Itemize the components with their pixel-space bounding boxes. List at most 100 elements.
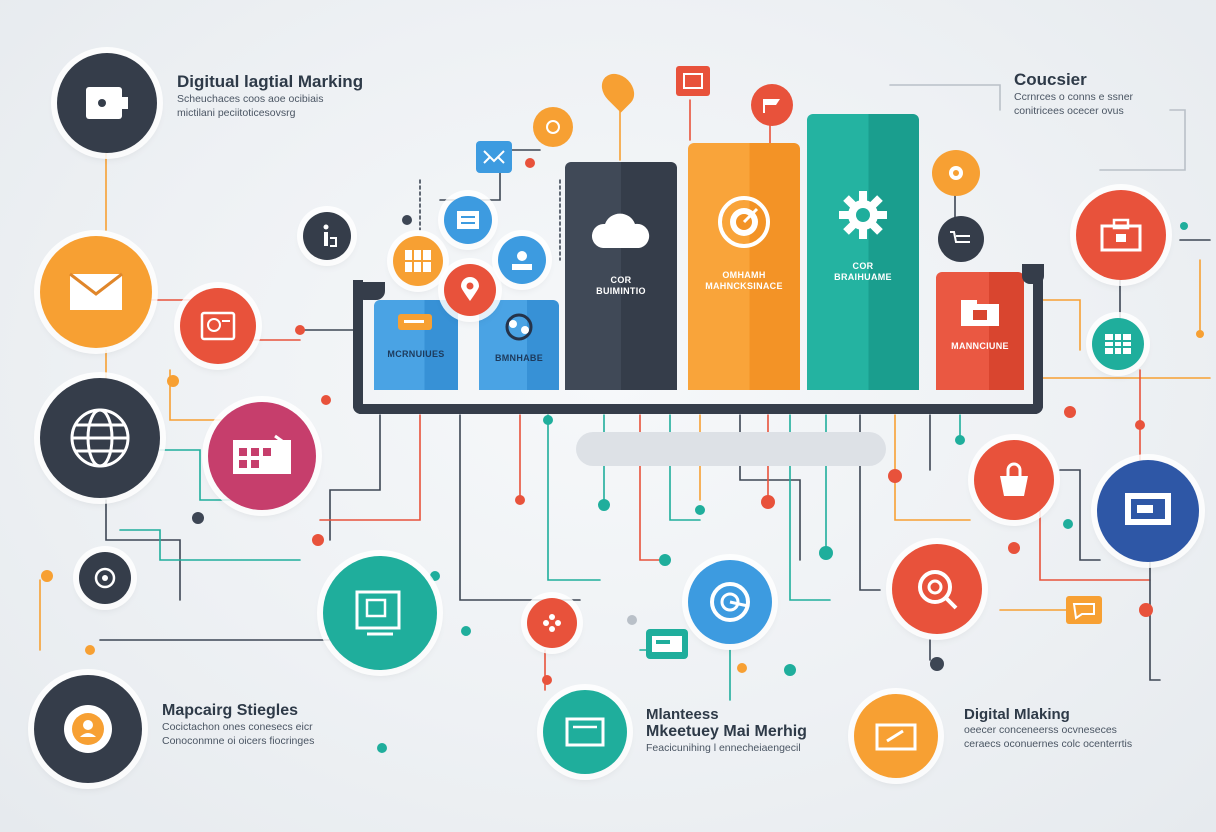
wallet-circle[interactable] [57, 53, 157, 153]
search-icon [914, 566, 960, 612]
bottom-right-line2: ceraecs oconuernes colc ocenterrtis [964, 738, 1133, 750]
cloud-icon [589, 212, 653, 257]
user-icon [508, 248, 536, 272]
top-right-text-block: Coucsier Ccrnrces o conns e ssner conitr… [1014, 70, 1133, 118]
idea-icon [543, 117, 563, 137]
list-icon [455, 209, 481, 231]
flower-circle[interactable] [527, 598, 577, 648]
bar-orange: OMHAMH MAHNCKSINACE [688, 143, 800, 390]
megaphone-circle[interactable] [854, 694, 938, 778]
chat-icon [396, 312, 436, 339]
top-left-line1: Scheuchaces coos aoe ocibiais [177, 93, 324, 105]
flower-icon [540, 611, 564, 635]
bar-blue-left: MCRNUIUES [374, 300, 458, 390]
mail-icon [476, 150, 512, 177]
bar-dark-label-2: BUIMINTIO [596, 286, 646, 296]
share-icon [501, 312, 537, 347]
at-sign-icon [708, 580, 752, 624]
info-icon [316, 224, 338, 248]
monitor-circle[interactable] [323, 556, 437, 670]
bottom-left-text-block: Mapcairg Stiegles Cocictachon ones cones… [162, 702, 314, 748]
rack-right-hook [1022, 264, 1044, 284]
at-circle[interactable] [688, 560, 772, 644]
location-pin-icon [92, 565, 118, 591]
mail-tile[interactable] [476, 141, 512, 173]
target-icon [717, 195, 771, 254]
info-circle[interactable] [303, 212, 351, 260]
pin-circle[interactable] [444, 264, 496, 316]
shopping-bag-icon [994, 462, 1034, 498]
message-icon [1066, 603, 1102, 628]
cart-circle[interactable] [938, 216, 984, 262]
tag-tile[interactable] [676, 66, 710, 96]
top-left-title: Digitual lagtial Marking [177, 72, 364, 91]
top-left-line2: mictilani peciitoticesovsrg [177, 107, 296, 119]
calendar-icon [231, 434, 293, 478]
document-icon [198, 309, 238, 343]
table-circle[interactable] [1092, 318, 1144, 370]
cart-icon [948, 230, 974, 248]
globe-circle[interactable] [40, 378, 160, 498]
folder-circle[interactable] [543, 690, 627, 774]
card-tile[interactable] [646, 629, 688, 659]
calendar-circle[interactable] [208, 402, 316, 510]
presentation-circle[interactable] [1097, 460, 1199, 562]
bottom-center-line1: Feacicunihing l ennecheiaengecil [646, 742, 801, 754]
wallet-icon [82, 83, 132, 123]
rack-shadow [576, 432, 886, 466]
bar-orange-label-1: OMHAMH [722, 270, 766, 280]
bar-rack-tray [353, 280, 1043, 414]
bottom-right-title: Digital Mlaking [964, 706, 1070, 723]
grid-circle[interactable] [393, 236, 443, 286]
shopping-bag-circle[interactable] [974, 440, 1054, 520]
bar-red: MANNCIUNE [936, 272, 1024, 390]
bar-blue-right-label: BMNHABE [494, 353, 544, 363]
folder-icon [959, 298, 1001, 333]
review-circle[interactable] [180, 288, 256, 364]
idea-circle[interactable] [533, 107, 573, 147]
people-circle[interactable] [34, 675, 142, 783]
rack-left-hook [355, 282, 385, 300]
list-circle[interactable] [444, 196, 492, 244]
bottom-left-line1: Cocictachon ones conesecs eicr [162, 721, 313, 733]
speech-bubble-icon [943, 163, 969, 183]
megaphone-icon [873, 719, 919, 753]
email-circle[interactable] [40, 236, 152, 348]
map-pin-icon [459, 277, 481, 303]
briefcase-circle[interactable] [1076, 190, 1166, 280]
envelope-icon [68, 272, 124, 312]
credit-card-icon [646, 636, 688, 663]
chat-bubble-circle[interactable] [932, 150, 980, 196]
bar-blue-right: BMNHABE [479, 300, 559, 390]
bar-dark: COR BUIMINTIO [565, 162, 677, 390]
top-right-line1: Ccrnrces o conns e ssner [1014, 91, 1134, 103]
search-circle[interactable] [892, 544, 982, 634]
message-tile[interactable] [1066, 596, 1102, 624]
bar-red-label: MANNCIUNE [951, 341, 1009, 351]
bottom-center-title-line2: Mkeetuey Mai Merhig [646, 723, 807, 740]
top-right-line2: conitricees ocecer ovus [1014, 105, 1124, 117]
briefcase-icon [1098, 216, 1144, 254]
bar-teal-label-1: COR [852, 261, 874, 271]
grid-icon [403, 248, 433, 274]
tag-icon [676, 73, 710, 100]
bottom-right-line1: oeecer conceneerss ocvneseces [964, 724, 1117, 736]
bar-blue-left-label: MCRNUIUES [387, 349, 445, 359]
top-right-title: Coucsier [1014, 70, 1087, 89]
folder-open-icon [563, 715, 607, 749]
bottom-center-text-block: Mlanteess Mkeetuey Mai Merhig Feacicunih… [646, 706, 807, 755]
bar-orange-label-2: MAHNCKSINACE [705, 281, 783, 291]
user-circle[interactable] [498, 236, 546, 284]
globe-icon [67, 405, 133, 471]
gear-icon [836, 188, 890, 247]
flag-circle[interactable] [751, 84, 793, 126]
table-icon [1103, 332, 1133, 356]
bar-dark-label-1: COR [610, 275, 632, 285]
location-circle[interactable] [79, 552, 131, 604]
bottom-center-title-line1: Mlanteess [646, 706, 719, 723]
presentation-icon [1121, 489, 1175, 533]
bottom-left-title: Mapcairg Stiegles [162, 702, 299, 719]
user-badge-icon [62, 703, 114, 755]
bar-teal: COR BRAIHUAME [807, 114, 919, 390]
